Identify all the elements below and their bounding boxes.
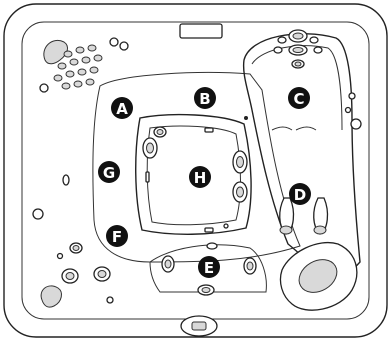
zone-badge-b: B	[194, 87, 216, 109]
zone-badge-a: A	[111, 97, 133, 119]
zone-label-h: H	[194, 169, 207, 187]
top-left-valves	[110, 38, 128, 50]
zone-label-b: B	[199, 90, 210, 108]
zone-label-d: D	[294, 186, 306, 204]
zone-badge-d: D	[289, 183, 311, 205]
lounger-marker	[244, 116, 248, 120]
light-right	[351, 119, 361, 129]
lounger-valve-right-2	[346, 108, 351, 113]
light-top-left	[40, 84, 48, 92]
left-seat-jets	[58, 175, 114, 303]
zone-badge-h: H	[189, 166, 211, 188]
zone-label-a: A	[116, 100, 128, 118]
zone-label-c: C	[293, 90, 304, 108]
zone-badge-g: G	[98, 161, 120, 183]
front-drain-inner	[192, 322, 206, 330]
top-left-pillow	[44, 40, 68, 63]
zone-badge-f: F	[106, 225, 128, 247]
bottom-left-pillow	[41, 286, 61, 307]
light-left	[33, 209, 43, 219]
zone-label-g: G	[103, 164, 115, 182]
top-panel-recess	[180, 24, 222, 38]
lounger-valve-right	[349, 93, 355, 99]
zone-label-f: F	[112, 228, 122, 246]
zone-badge-c: C	[288, 87, 310, 109]
zone-badge-e: E	[198, 256, 220, 278]
lounger-back-jets	[272, 127, 316, 130]
zone-label-e: E	[204, 259, 214, 277]
